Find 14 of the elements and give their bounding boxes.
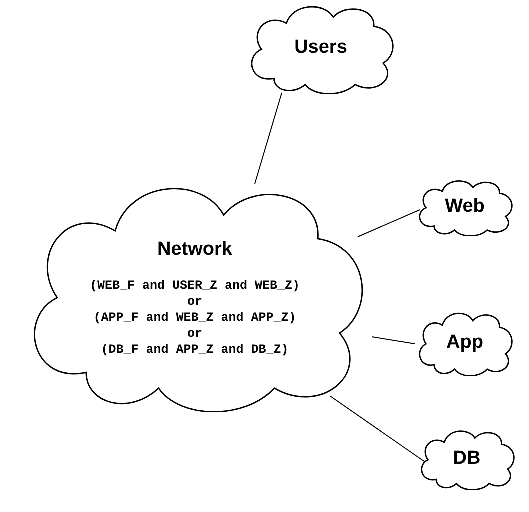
node-title: Users — [294, 36, 348, 60]
node-title: DB — [453, 447, 481, 471]
node-title: Network — [158, 238, 232, 262]
condition-text: (DB_F and APP_Z and DB_Z) — [101, 342, 289, 358]
node-title: App — [446, 331, 484, 355]
connector-line — [372, 336, 416, 344]
connector-line — [330, 396, 426, 462]
condition-text: (APP_F and WEB_Z and APP_Z) — [94, 310, 296, 326]
connector-line — [254, 92, 282, 184]
condition-text: or — [187, 326, 202, 342]
connector-line — [358, 210, 420, 238]
condition-text: or — [187, 294, 202, 310]
condition-text: (WEB_F and USER_Z and WEB_Z) — [90, 278, 300, 294]
node-title: Web — [445, 195, 485, 219]
